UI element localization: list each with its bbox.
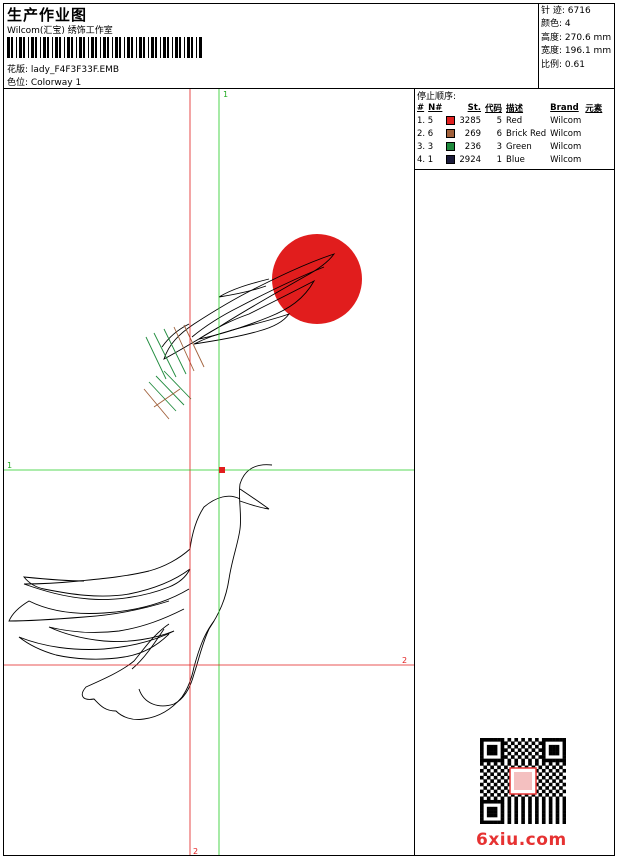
cell-num: 1. 5 xyxy=(417,115,434,126)
cell-desc: Blue xyxy=(506,154,525,165)
cell-desc: Red xyxy=(506,115,523,126)
guide-label-top: 1 xyxy=(223,90,228,99)
cell-swatch xyxy=(444,114,457,127)
cell-desc: Green xyxy=(506,141,532,152)
colorway: 色位: Colorway 1 xyxy=(7,78,82,88)
origin-marker xyxy=(219,467,225,473)
cell-num: 3. 3 xyxy=(417,141,434,152)
color-swatch xyxy=(446,115,456,125)
col-desc: 描述 xyxy=(506,103,524,114)
table-divider xyxy=(414,169,615,170)
guide-label-right: 2 xyxy=(402,656,407,665)
cell-code: 6 xyxy=(496,128,503,139)
barcode xyxy=(7,37,202,58)
design-file: 花版: lady_F4F3F33F.EMB xyxy=(7,65,120,75)
cell-brand: Wilcom xyxy=(550,128,582,139)
cell-element xyxy=(583,114,604,127)
cell-swatch xyxy=(444,153,457,166)
table-header-row: # N# St. 代码 描述 Brand 元素 xyxy=(415,101,604,114)
color-swatch xyxy=(446,128,456,138)
cell-code: 3 xyxy=(496,141,503,152)
stats-divider xyxy=(538,3,539,89)
cell-brand: Wilcom xyxy=(550,115,582,126)
page-title: 生产作业图 xyxy=(7,6,88,24)
bird-outline xyxy=(8,464,273,720)
stat-width: 宽度: 196.1 mm xyxy=(541,46,612,57)
stat-stitches: 针 迹: 6716 xyxy=(541,6,591,16)
guide-label-left: 1 xyxy=(7,461,12,470)
cell-num: 2. 6 xyxy=(417,128,434,139)
cell-swatch xyxy=(444,127,457,140)
cell-stitches: 2924 xyxy=(459,154,482,165)
cell-stitches: 236 xyxy=(464,141,482,152)
col-code: 代码 xyxy=(485,103,503,114)
cell-stitches: 269 xyxy=(464,128,482,139)
page-frame xyxy=(3,3,615,856)
grass-strokes xyxy=(143,324,205,420)
cell-stitches: 3285 xyxy=(459,115,482,126)
col-stitches: St. xyxy=(467,102,482,113)
stat-colors: 颜色: 4 xyxy=(541,19,571,30)
header-divider xyxy=(3,88,615,89)
stat-scale: 比例: 0.61 xyxy=(541,59,585,70)
cell-desc: Brick Red xyxy=(506,128,547,139)
cell-code: 5 xyxy=(496,115,503,126)
cell-brand: Wilcom xyxy=(550,141,582,152)
cell-num: 4. 1 xyxy=(417,154,434,165)
guide-label-bottom: 2 xyxy=(193,847,198,855)
design-canvas: 1 1 2 2 xyxy=(4,89,414,855)
cell-swatch xyxy=(444,140,457,153)
cell-code: 1 xyxy=(496,154,503,165)
col-number: N# xyxy=(428,102,443,113)
col-brand: Brand xyxy=(550,102,579,113)
col-element: 元素 xyxy=(585,103,603,114)
watermark-logo: 6xiu.com xyxy=(476,830,567,850)
stats-panel: 针 迹: 6716 颜色: 4 高度: 270.6 mm 宽度: 196.1 m… xyxy=(541,5,611,72)
col-swatch xyxy=(444,101,457,114)
company-name: Wilcom(汇宝) 绣饰工作室 xyxy=(7,26,113,36)
color-swatch xyxy=(446,154,456,164)
qr-code xyxy=(480,738,566,824)
color-swatch xyxy=(446,141,456,151)
panel-divider xyxy=(414,88,415,856)
stat-height: 高度: 270.6 mm xyxy=(541,32,612,43)
cell-element xyxy=(583,127,604,140)
feather-outline xyxy=(161,253,336,360)
cell-element xyxy=(583,153,604,166)
col-index: # xyxy=(417,102,425,113)
cell-element xyxy=(583,140,604,153)
red-sun xyxy=(272,234,362,324)
stop-sequence-title: 停止顺序: xyxy=(417,92,457,102)
cell-brand: Wilcom xyxy=(550,154,582,165)
